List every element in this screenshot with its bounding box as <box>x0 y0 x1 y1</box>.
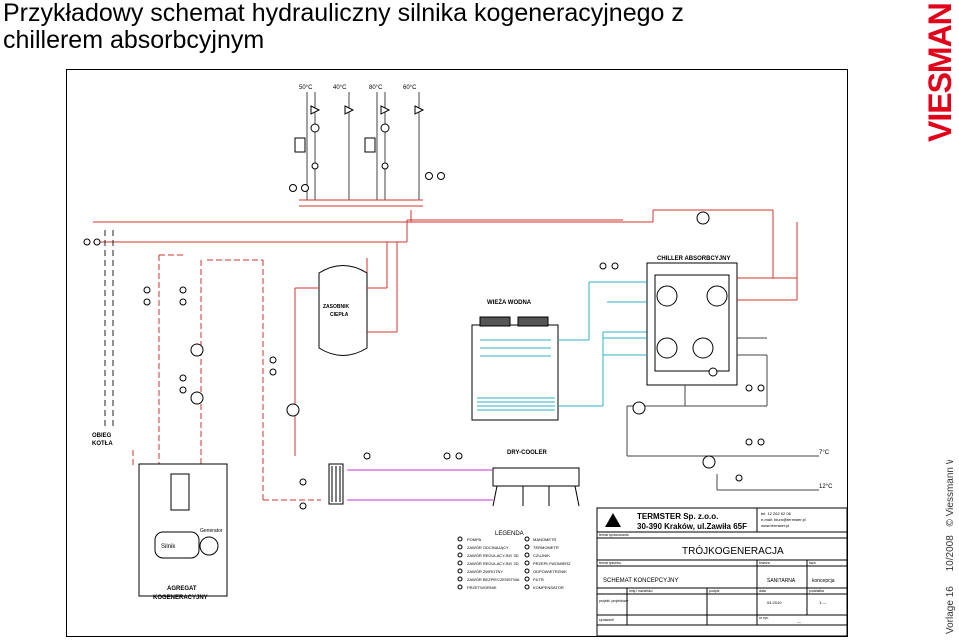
temp-label-60: 60°C <box>403 85 417 91</box>
title-line-2: chillerem absorbcyjnym <box>3 26 265 54</box>
drycooler-label: DRY-COOLER <box>507 450 547 456</box>
label-topic: temat opracowania <box>599 533 629 537</box>
company-www: www.termster.pl <box>761 523 789 528</box>
legend-item-9: TERMOMETR <box>533 545 559 550</box>
chiller-label: CHILLER ABSORBCYJNY <box>657 256 730 262</box>
temp-label-40: 40°C <box>333 85 347 91</box>
scale-value: 1:--- <box>819 600 827 605</box>
viessmann-logo: VIESMANN <box>924 4 954 142</box>
branch-value: SANITARNA <box>767 578 796 584</box>
company-logo-icon <box>605 513 621 527</box>
company-tel: tel. 12 262 62 06 <box>761 511 792 516</box>
absorption-chiller: CHILLER ABSORBCYJNY <box>603 222 798 386</box>
cooling-loop <box>558 281 647 407</box>
company-address: 30-390 Kraków, ul.Zawiła 65F <box>637 522 747 531</box>
footer-vorlage: Vorlage 16 <box>945 586 956 634</box>
legend-title: LEGENDA <box>495 531 524 537</box>
boiler-loop <box>104 230 114 426</box>
title-block: TERMSTER Sp. z.o.o. 30-390 Kraków, ul.Za… <box>596 507 848 637</box>
aggregate-label-1: AGREGAT <box>167 586 197 592</box>
cogeneration-unit: Silnik Generator AGREGAT KOGENERACYJNY <box>138 463 228 601</box>
legend-item-11: PRZEPŁYWOMIERZ <box>533 561 571 566</box>
dry-cooler: DRY-COOLER <box>492 450 580 507</box>
tower-label: WIEŻA WODNA <box>487 299 532 306</box>
project-title: TRÓJKOGENERACJA <box>682 544 784 557</box>
label-drawing-no: nr rys. <box>759 616 769 620</box>
storage-tank: ZASOBNIK CIEPŁA <box>294 242 398 456</box>
title-line-1: Przykładowy schemat hydrauliczny silnika… <box>3 0 684 27</box>
page-title: Przykładowy schemat hydrauliczny silnika… <box>3 0 803 54</box>
company-name: TERMSTER Sp. z.o.o. <box>637 512 718 521</box>
outlet-temp-bottom: 12°C <box>819 484 833 490</box>
legend-item-6: ZAWÓR BEZPIECZEŃSTWA <box>467 577 520 582</box>
cold-distribution <box>626 355 819 491</box>
company-email: e-mail: biuro@termster.pl <box>761 517 806 522</box>
legend-item-14: KOMPENSATOR <box>533 585 564 590</box>
phase-value: koncepcja <box>812 578 835 584</box>
plate-heat-exchanger <box>328 463 344 505</box>
legend-item-10: CZUJNIK <box>533 553 550 558</box>
legend-item-7: PRZETWORNIK <box>467 585 497 590</box>
footer-strip: Vorlage 16 10/2008 © Viessmann Werke <box>945 460 956 634</box>
role-designer: projekt. projektowy <box>599 599 628 603</box>
footer-date: 10/2008 <box>945 535 956 572</box>
main-supply-return <box>93 209 774 290</box>
legend-item-12: ODPOWIETRZNIK <box>533 569 567 574</box>
legend-item-3: ZAWÓR REGULACYJNY 3D <box>467 553 519 558</box>
drawing-frame: 50°C 40°C 80°C 60°C <box>66 69 848 637</box>
legend-item-4: ZAWÓR REGULACYJNY 2D <box>467 561 519 566</box>
dry-cooler-loop <box>347 469 493 501</box>
label-drawing-topic: temat rysunku <box>599 561 621 565</box>
tank-label-1: ZASOBNIK <box>323 304 350 310</box>
label-branch: branża <box>759 561 770 565</box>
cooling-tower: WIEŻA WODNA <box>471 299 559 421</box>
aggregate-label-2: KOGENERACYJNY <box>153 595 208 601</box>
role-checker: sprawdził <box>599 618 614 622</box>
viessmann-logo-text: VIESMANN <box>924 4 954 142</box>
legend: LEGENDA POMPA ZAWÓR ODCINAJĄCY ZAWÓR REG… <box>467 531 571 590</box>
legend-item-8: MANOMETR <box>533 537 556 542</box>
footer-copyright: © Viessmann Werke <box>945 460 956 526</box>
legend-item-1: POMPA <box>467 537 481 542</box>
label-date: data <box>759 589 766 593</box>
heat-recovery-loop <box>132 254 321 501</box>
heating-circuits: 50°C 40°C 80°C 60°C <box>289 85 445 207</box>
label-signature: podpis <box>709 589 720 593</box>
legend-item-13: FILTR <box>533 577 544 582</box>
generator-label: Generator <box>200 528 223 534</box>
hydraulic-schematic: 50°C 40°C 80°C 60°C <box>83 85 848 637</box>
engine-label: Silnik <box>161 544 176 550</box>
valve-pump-symbols <box>83 211 765 510</box>
label-phase: faza <box>809 561 816 565</box>
legend-item-2: ZAWÓR ODCINAJĄCY <box>467 545 509 550</box>
legend-item-5: ZAWÓR ZWROTNY <box>467 569 503 574</box>
svg-text:Vorlage 16 10/2008 © V: Vorlage 16 10/2008 © Viessmann Werke <box>945 460 956 634</box>
tank-label-2: CIEPŁA <box>330 312 349 318</box>
drawing-no-value: — <box>797 619 801 624</box>
outlet-temp-top: 7°C <box>819 450 830 456</box>
label-name: imię i nazwisko <box>629 589 653 593</box>
label-scale: podziałka <box>809 589 824 593</box>
drawing-name: SCHEMAT KONCEPCYJNY <box>603 578 678 584</box>
date-value: 04.2010 <box>767 600 782 605</box>
boiler-label-2: KOTŁA <box>92 441 113 447</box>
boiler-label-1: OBIEG <box>92 433 112 439</box>
temp-label-80: 80°C <box>369 85 383 91</box>
temp-label-50: 50°C <box>299 85 313 91</box>
